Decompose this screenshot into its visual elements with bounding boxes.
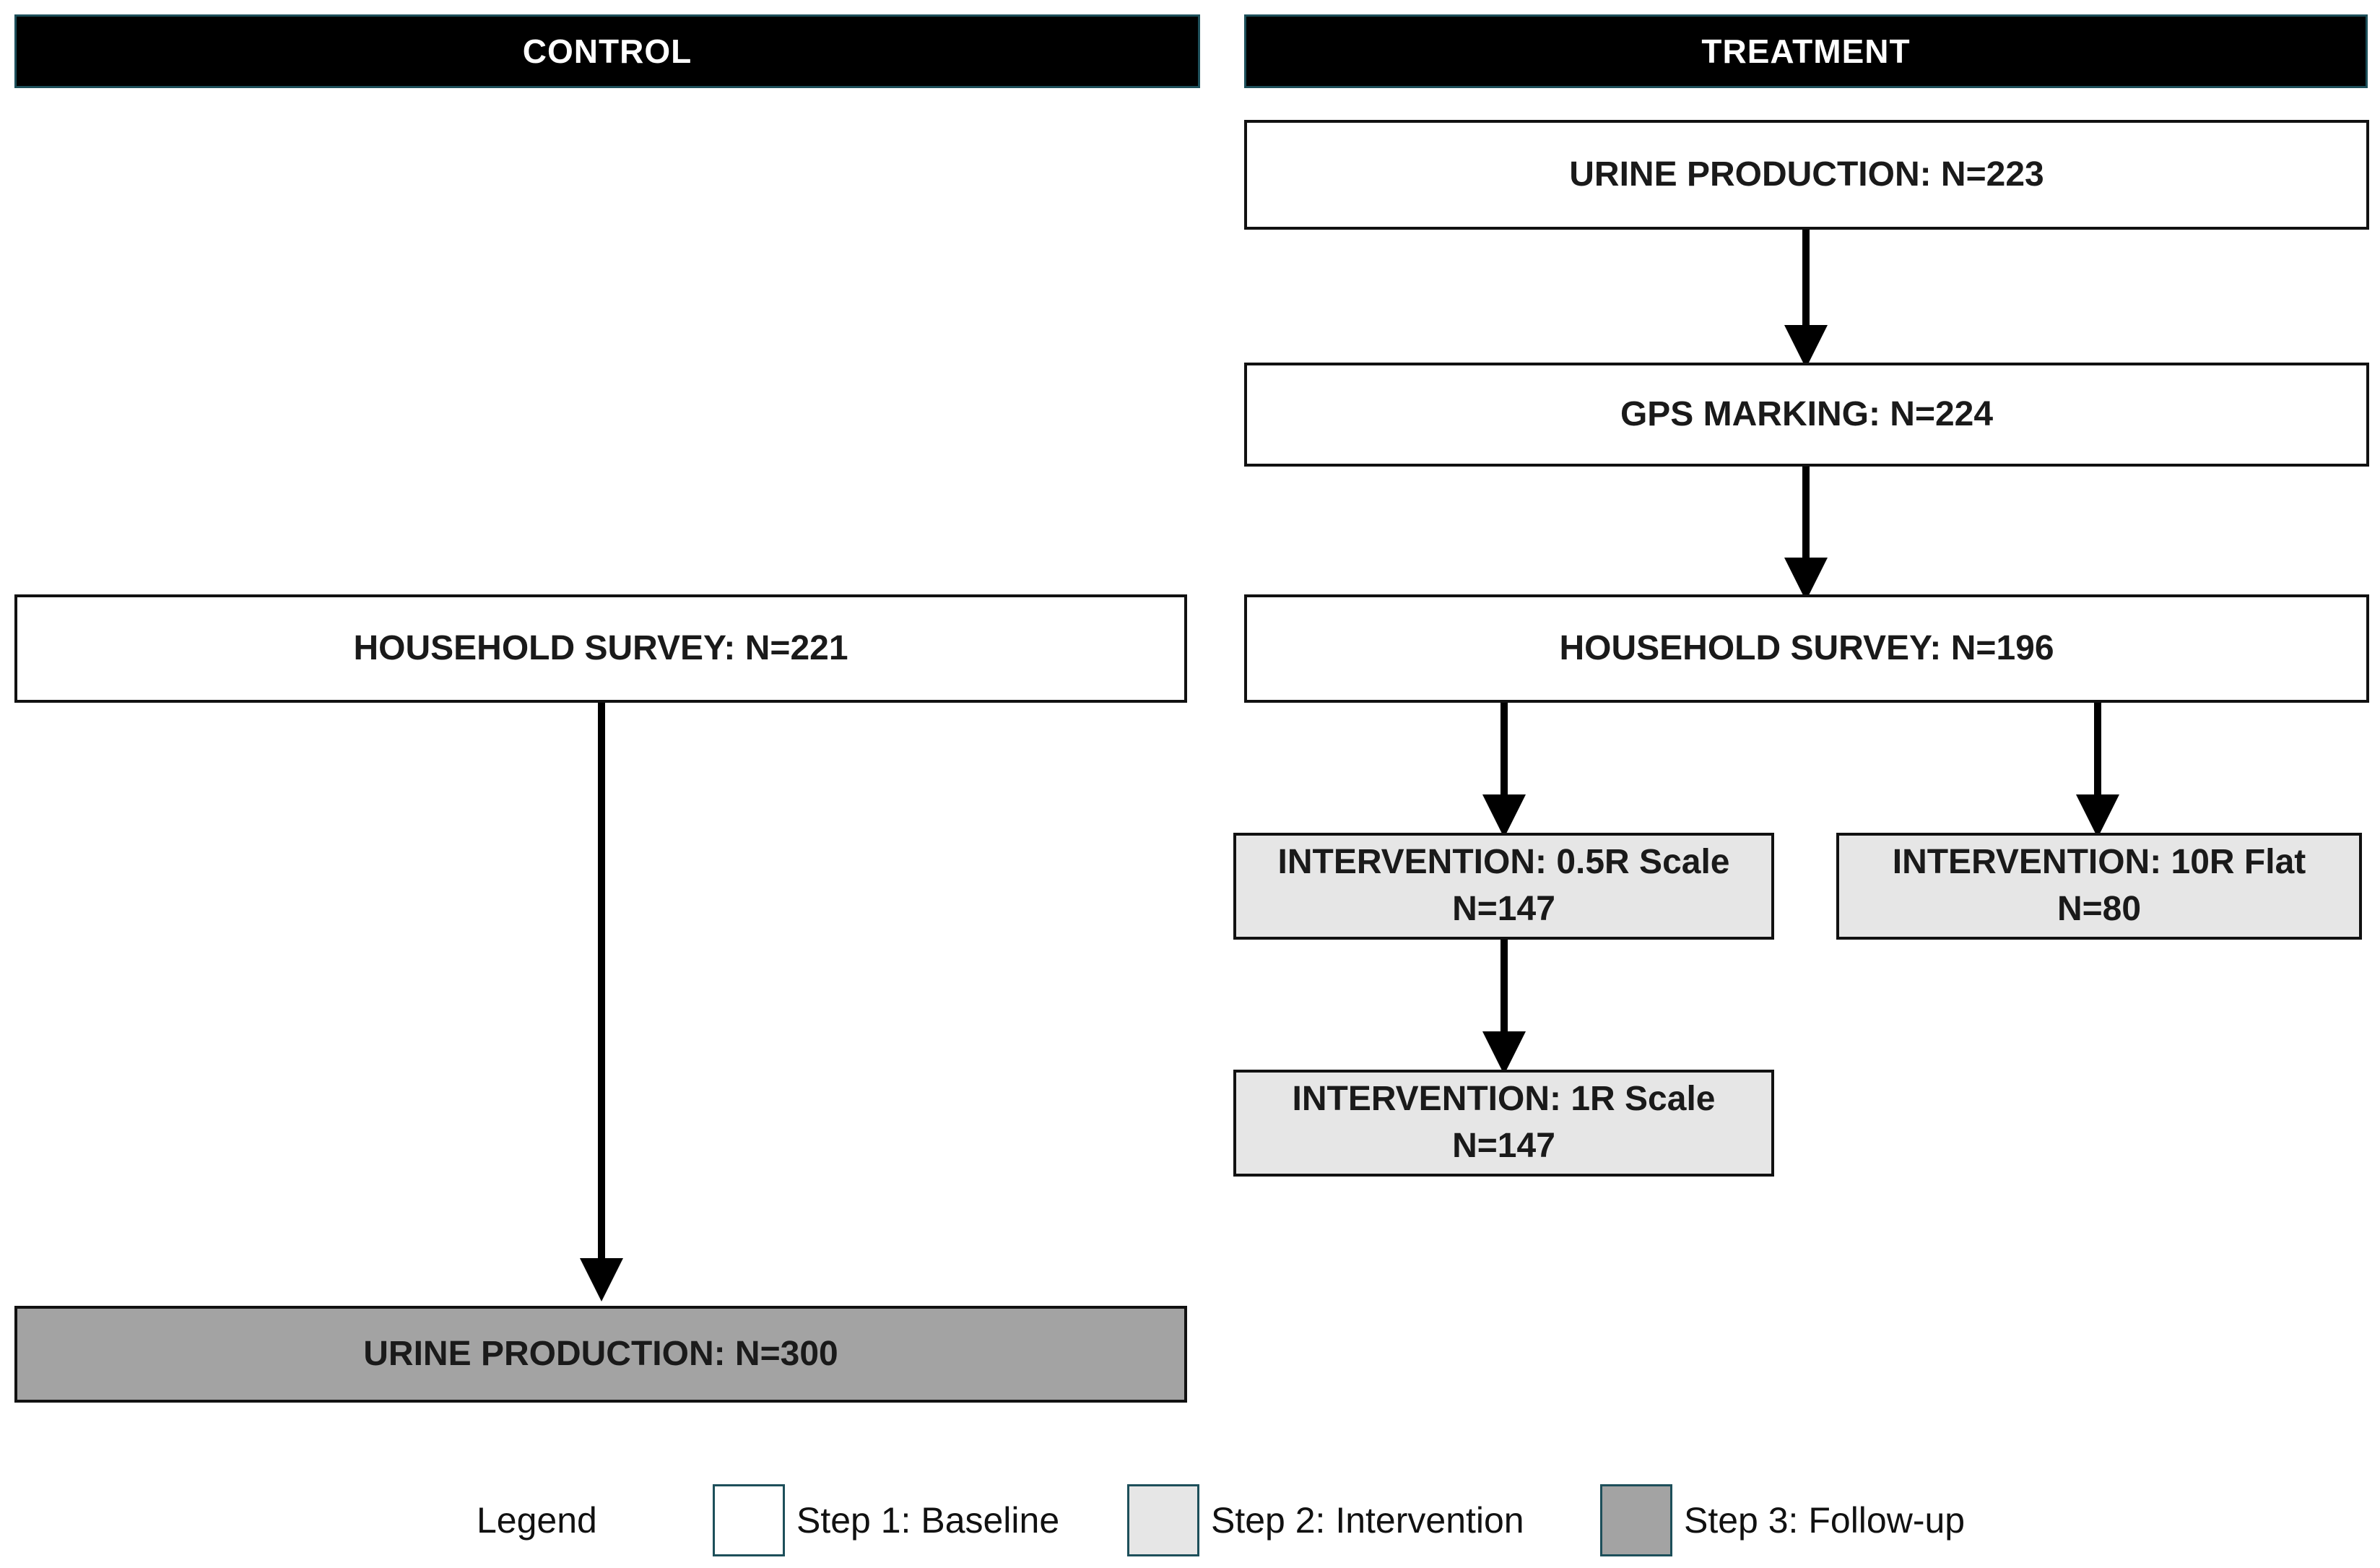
treatment-household-survey-box: HOUSEHOLD SURVEY: N=196 bbox=[1244, 594, 2369, 703]
legend-label-follow-up: Step 3: Follow-up bbox=[1684, 1500, 1966, 1541]
control-household-survey-label: HOUSEHOLD SURVEY: N=221 bbox=[353, 628, 848, 667]
treatment-header-label: TREATMENT bbox=[1701, 33, 1911, 70]
intervention-05r-scale-title: INTERVENTION: 0.5R Scale bbox=[1277, 843, 1730, 882]
intervention-05r-scale-box: INTERVENTION: 0.5R Scale N=147 bbox=[1233, 833, 1774, 940]
legend-swatch-intervention bbox=[1127, 1484, 1199, 1556]
treatment-gps-marking-box: GPS MARKING: N=224 bbox=[1244, 363, 2369, 467]
legend-label-intervention: Step 2: Intervention bbox=[1211, 1500, 1524, 1541]
legend-title: Legend bbox=[477, 1500, 597, 1541]
control-urine-production-box: URINE PRODUCTION: N=300 bbox=[14, 1306, 1187, 1403]
intervention-10r-flat-title: INTERVENTION: 10R Flat bbox=[1892, 843, 2306, 882]
control-household-survey-box: HOUSEHOLD SURVEY: N=221 bbox=[14, 594, 1187, 703]
intervention-05r-scale-count: N=147 bbox=[1452, 890, 1555, 928]
intervention-1r-scale-box: INTERVENTION: 1R Scale N=147 bbox=[1233, 1070, 1774, 1177]
treatment-household-survey-label: HOUSEHOLD SURVEY: N=196 bbox=[1559, 628, 2054, 667]
treatment-urine-production-label: URINE PRODUCTION: N=223 bbox=[1569, 155, 2044, 194]
treatment-urine-production-box: URINE PRODUCTION: N=223 bbox=[1244, 120, 2369, 230]
treatment-gps-marking-label: GPS MARKING: N=224 bbox=[1620, 394, 1994, 433]
treatment-header: TREATMENT bbox=[1244, 14, 2368, 88]
legend-label-baseline: Step 1: Baseline bbox=[796, 1500, 1060, 1541]
intervention-1r-scale-title: INTERVENTION: 1R Scale bbox=[1292, 1080, 1716, 1119]
intervention-1r-scale-count: N=147 bbox=[1452, 1127, 1555, 1165]
control-header-label: CONTROL bbox=[522, 33, 692, 70]
intervention-10r-flat-count: N=80 bbox=[2057, 890, 2142, 928]
legend-swatch-follow-up bbox=[1600, 1484, 1672, 1556]
intervention-10r-flat-box: INTERVENTION: 10R Flat N=80 bbox=[1836, 833, 2362, 940]
control-header: CONTROL bbox=[14, 14, 1200, 88]
legend-swatch-baseline bbox=[713, 1484, 785, 1556]
control-urine-production-label: URINE PRODUCTION: N=300 bbox=[363, 1334, 838, 1373]
